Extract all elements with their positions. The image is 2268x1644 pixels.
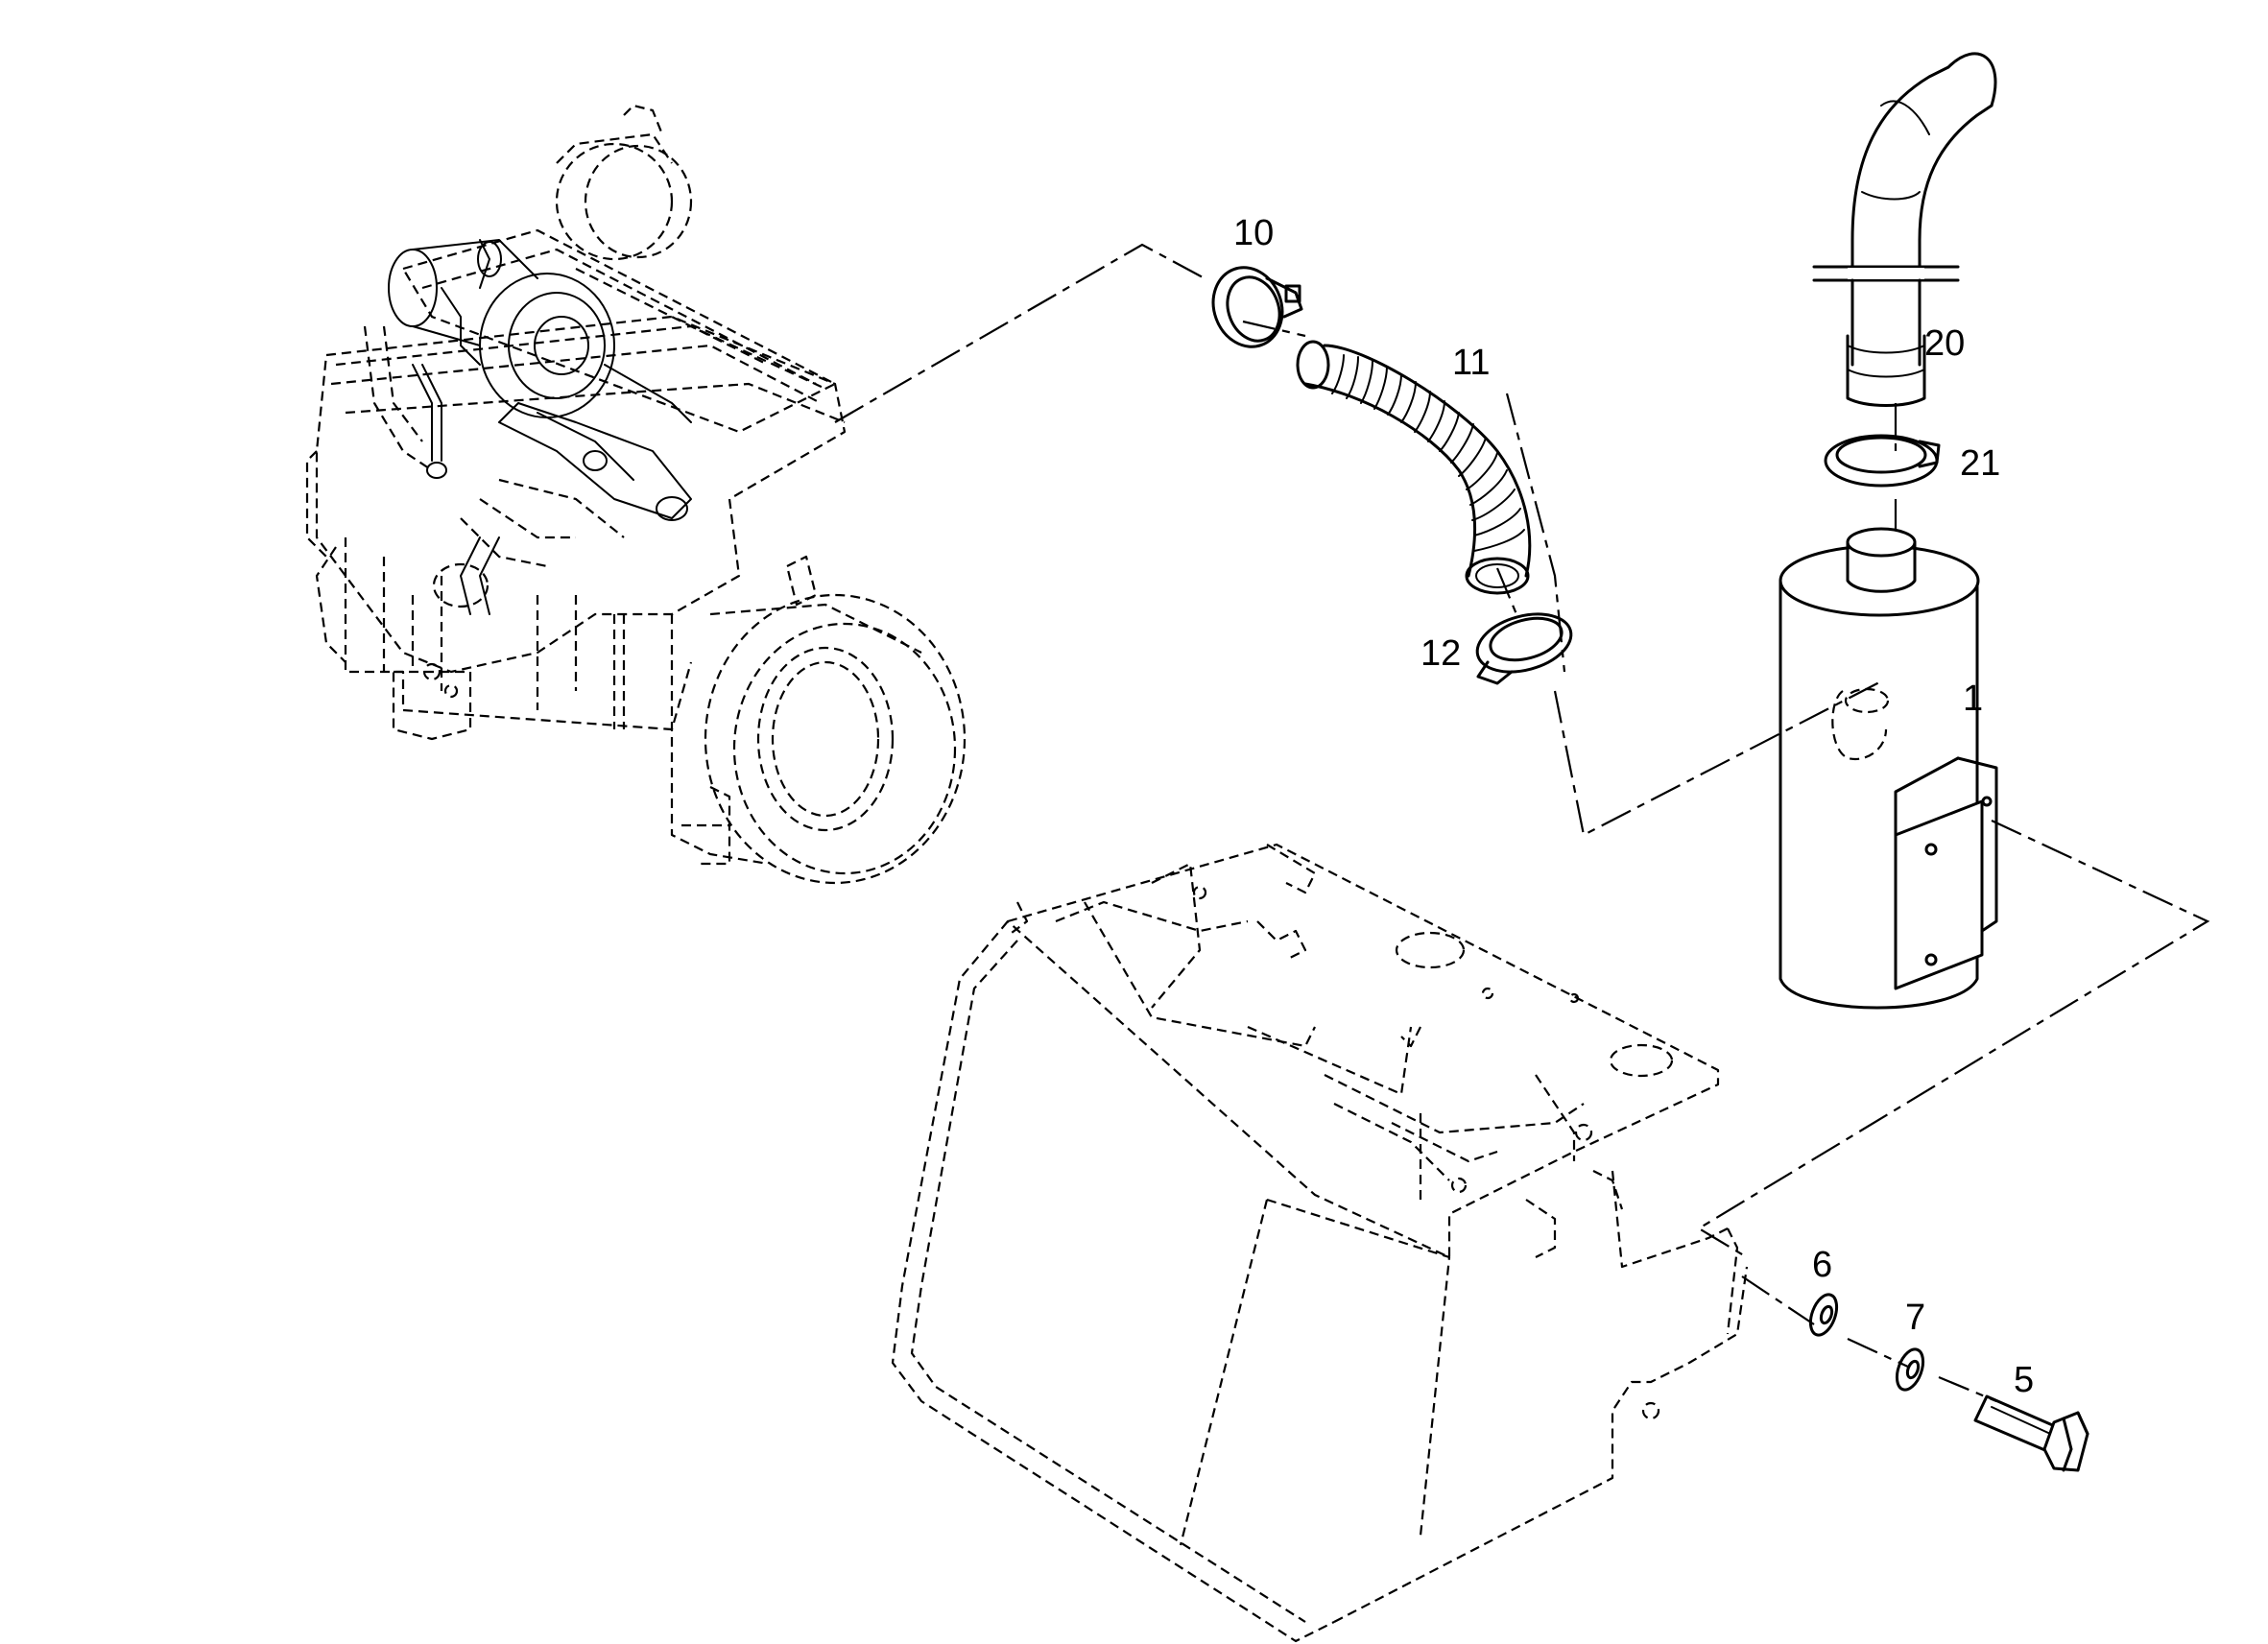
frame-phantom — [891, 843, 1749, 1643]
engine-phantom — [305, 104, 967, 885]
callout-5: 5 — [2014, 1360, 2034, 1400]
callout-21: 21 — [1960, 443, 2000, 484]
part-12-hose-clamp — [1475, 612, 1573, 685]
callout-20: 20 — [1924, 323, 1965, 364]
leader-lines — [834, 243, 2210, 1403]
part-7-washer — [1895, 1347, 1925, 1392]
part-11-flex-hose — [1296, 340, 1532, 595]
part-10-hose-clamp — [1211, 266, 1303, 348]
part-5-bolt — [1973, 1394, 2089, 1472]
part-6-washer — [1808, 1293, 1839, 1337]
part-20-tail-pipe — [1812, 52, 1997, 407]
callout-10: 10 — [1233, 213, 1274, 253]
part-21-clamp — [1824, 434, 1941, 488]
callout-12: 12 — [1420, 633, 1461, 674]
callout-7: 7 — [1905, 1298, 1925, 1338]
callout-1: 1 — [1963, 679, 1983, 719]
callout-6: 6 — [1812, 1245, 1832, 1285]
part-1-muffler — [1779, 527, 1998, 1010]
turbocharger — [388, 239, 692, 615]
callout-11: 11 — [1452, 343, 1490, 383]
callouts: 10 11 12 20 21 1 6 7 5 — [1233, 213, 2034, 1400]
